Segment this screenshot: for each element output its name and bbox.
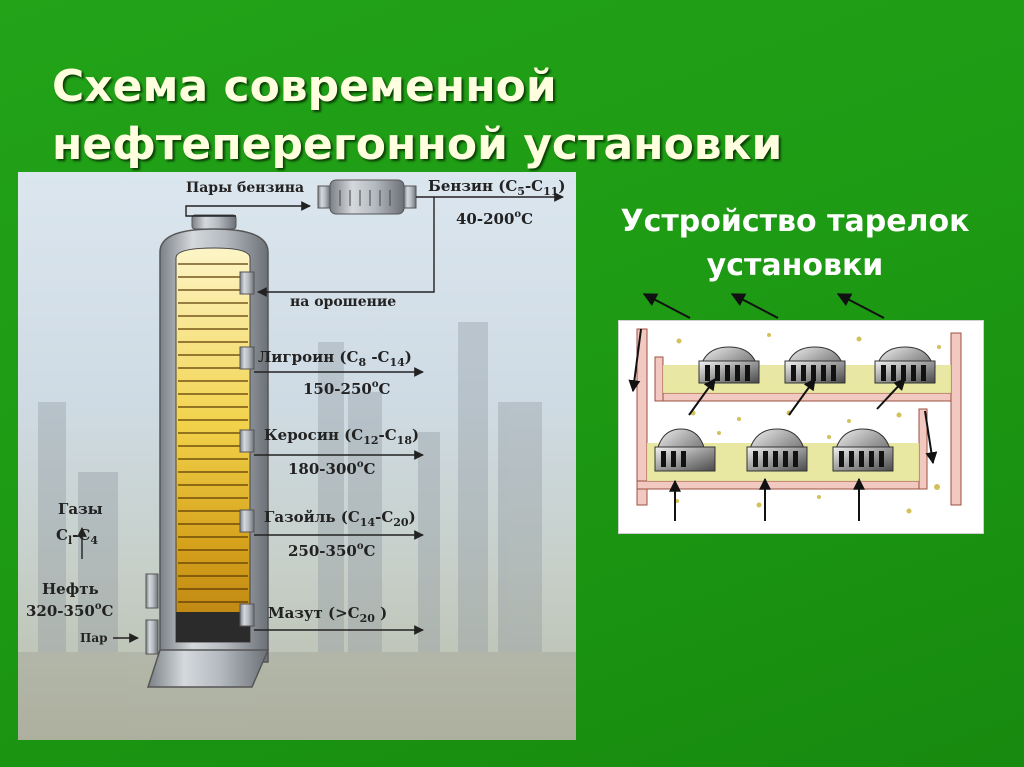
refinery-background (18, 322, 576, 740)
slide-title-line-2: нефтеперегонной установки (52, 119, 783, 170)
gasoil-temp-label: 250-350oC (288, 541, 376, 560)
gases-label: Газы (58, 500, 103, 518)
mazut-label: Мазут (>C20 ) (268, 604, 387, 625)
gasoil-label: Газойль (C14-C20) (264, 508, 416, 529)
lower-bubble-caps (654, 428, 894, 472)
ligroin-label: Лигроин (C8 -C14) (258, 348, 412, 369)
oil-temp-label: 320-350oC (26, 601, 114, 620)
flow-lines (77, 192, 564, 643)
oil-label: Нефть (42, 580, 99, 598)
column-trays (178, 263, 248, 603)
vapor-flow-arrows (628, 328, 938, 521)
side-outlets (145, 271, 255, 655)
gases-formula: Cl-C4 (56, 526, 98, 547)
gasoline-vapors-label: Пары бензина (186, 180, 304, 196)
column-shell (146, 214, 270, 688)
upper-bubble-caps (698, 346, 936, 384)
slide-title-line-1: Схема современной (52, 61, 557, 112)
reflux-label: на орошение (290, 294, 396, 310)
tray-heading-line-1: Устройство тарелок (620, 204, 970, 239)
vapor-bubbles (675, 333, 941, 514)
vapor-outflow-arrows (642, 293, 885, 319)
kerosene-label: Керосин (C12-C18) (264, 426, 419, 447)
slide-title: Схема современной нефтеперегонной устано… (52, 58, 782, 174)
tray-section-heading: Устройство тарелок установки (590, 200, 1000, 288)
bubble-cap-trays-diagram (618, 320, 984, 534)
distillation-column-diagram: Пары бензина Бензин (C5-C11) 40-200oC на… (18, 172, 576, 740)
steam-label: Пар (80, 631, 108, 645)
gasoline-label: Бензин (C5-C11) (428, 177, 566, 198)
gasoline-temp-label: 40-200oC (456, 209, 533, 228)
tray-heading-line-2: установки (706, 248, 884, 283)
ligroin-temp-label: 150-250oC (303, 379, 391, 398)
condenser (317, 179, 417, 215)
kerosene-temp-label: 180-300oC (288, 459, 376, 478)
